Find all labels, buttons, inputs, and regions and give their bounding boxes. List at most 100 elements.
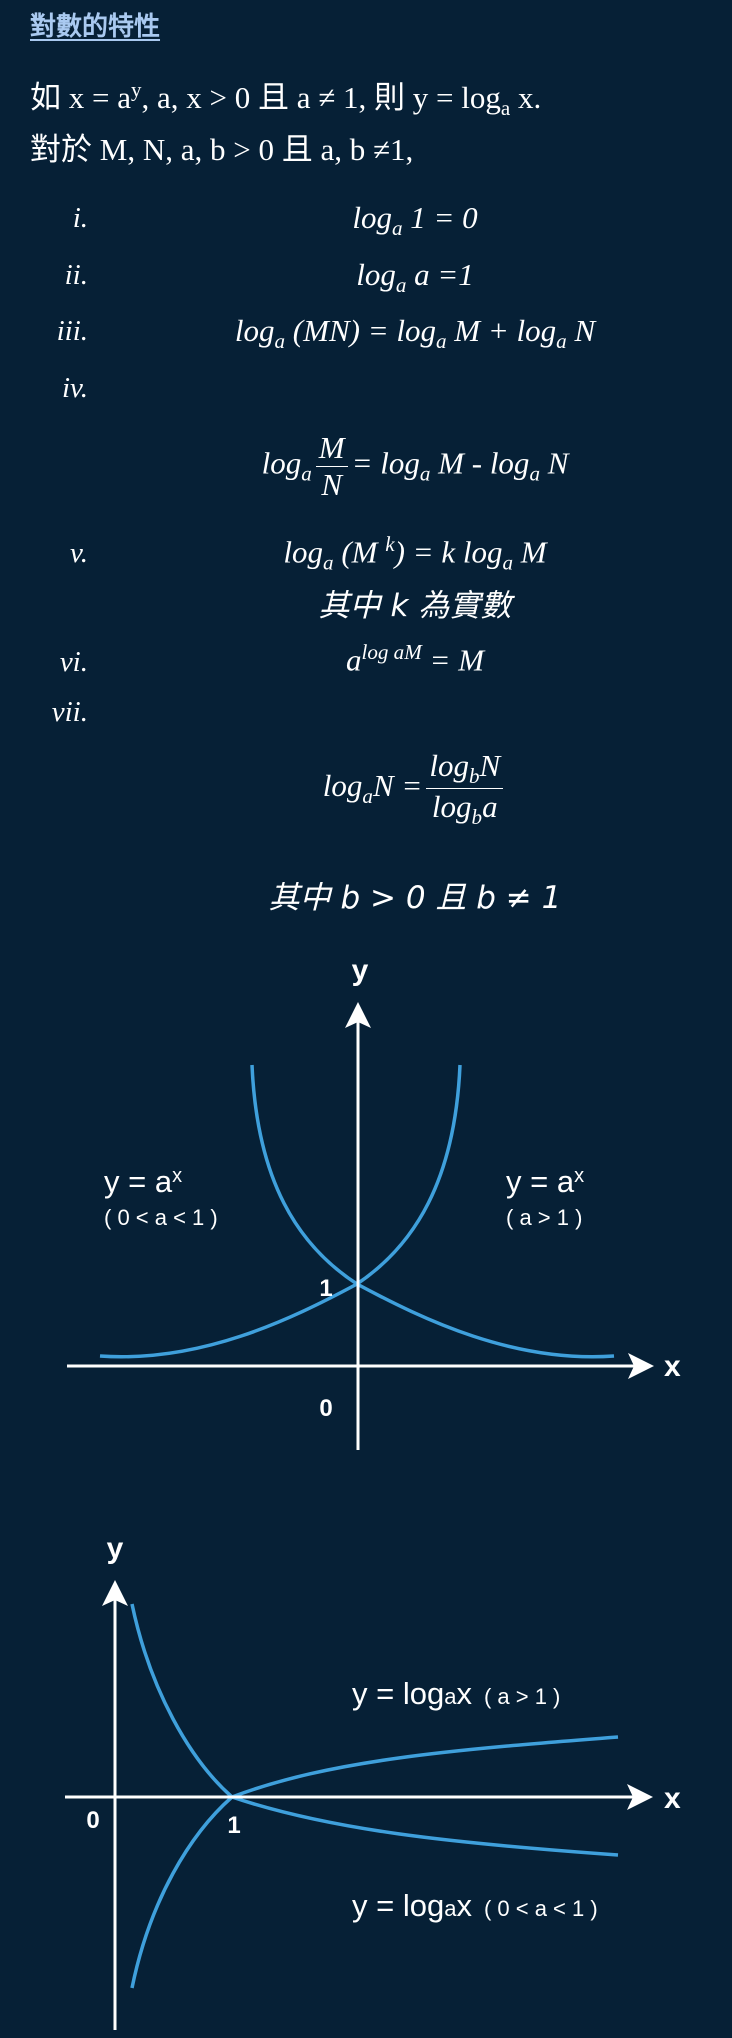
log-curve-a-less-1 [130, 1795, 619, 1989]
eq-text: a [482, 789, 498, 825]
eq-text: M [513, 534, 547, 570]
property-v-equation: loga (M k) = k loga M [100, 532, 730, 576]
intercept-label: 1 [319, 1275, 332, 1302]
origin-label: 0 [86, 1807, 99, 1834]
eq-text: log [322, 768, 363, 804]
eq-superscript: k [385, 532, 395, 556]
x-axis-label: x [664, 1350, 681, 1383]
property-iii-equation: loga (MN) = loga M + loga N [100, 313, 730, 354]
intercept-label: 1 [227, 1812, 240, 1839]
eq-text: = M [421, 642, 485, 678]
eq-subscript: b [468, 764, 480, 789]
eq-text: = log [351, 445, 420, 481]
log-curve-a-greater-1 [130, 1603, 619, 1800]
eq-subscript: a [274, 329, 286, 354]
note-text: 其中 k 為實數 [318, 588, 512, 624]
note-text: 其中 b > 0 且 b ≠ 1 [268, 880, 562, 916]
eq-text: a [345, 642, 362, 678]
x-axis-arrow [627, 1784, 653, 1810]
condition-line: 對於 M, N, a, b > 0 且 a, b ≠1, [30, 132, 414, 167]
page-title: 對數的特性 [30, 12, 161, 42]
eq-text: log [429, 748, 469, 783]
right-curve-condition: ( a > 1 ) [506, 1205, 582, 1230]
fraction-numerator: M [315, 430, 348, 467]
eq-text: (M [333, 534, 386, 570]
eq-text: log [261, 445, 302, 481]
eq-subscript: a [419, 461, 431, 486]
eq-subscript: b [471, 805, 483, 830]
eq-text: log [283, 534, 324, 570]
eq-subscript: a [435, 329, 447, 354]
right-curve-equation: y = ax [506, 1164, 584, 1199]
eq-text: ) = k log [394, 534, 503, 570]
bottom-curve-equation: y = logax ( 0 < a < 1 ) [352, 1888, 598, 1923]
fraction-denominator: logba [426, 789, 503, 829]
fraction-denominator: N [321, 466, 342, 502]
property-number: iii. [56, 315, 88, 347]
definition-line: 如 x = ay, a, x > 0 且 a ≠ 1, 則 y = loga x… [30, 72, 541, 121]
eq-text: M - log [430, 445, 530, 481]
property-ii-equation: loga a =1 [100, 257, 730, 298]
equation-condition: ( 0 < a < 1 ) [484, 1896, 598, 1921]
eq-text: a =1 [406, 257, 474, 292]
definition-text: x. [510, 80, 542, 115]
definition-subscript: a [500, 96, 511, 121]
eq-text: log [234, 313, 275, 348]
property-number: vii. [51, 696, 88, 728]
property-vi-equation: alog aM = M [100, 640, 730, 678]
property-number: ii. [64, 259, 88, 291]
x-axis-arrow [628, 1353, 654, 1379]
eq-text: N [566, 313, 596, 348]
eq-text: log [431, 789, 472, 825]
property-number: v. [70, 537, 88, 569]
eq-text: log [356, 257, 396, 292]
y-axis-label: y [107, 1532, 124, 1565]
eq-subscript: a [362, 784, 373, 809]
equation-text: y = log [352, 1676, 444, 1711]
property-number: iv. [61, 372, 88, 404]
equation-text: x [456, 1676, 472, 1711]
property-vii-note: 其中 b > 0 且 b ≠ 1 [100, 872, 730, 917]
eq-subscript: a [529, 461, 540, 486]
eq-text: N = [372, 768, 423, 804]
equation-text: y = log [352, 1888, 444, 1923]
property-v-note: 其中 k 為實數 [100, 580, 730, 625]
eq-subscript: a [391, 216, 403, 241]
top-curve-equation: y = logax ( a > 1 ) [352, 1676, 560, 1711]
equation-subscript: a [444, 1684, 457, 1709]
property-i-equation: loga 1 = 0 [100, 200, 730, 241]
equation-text: y = a [104, 1164, 173, 1199]
property-number: vi. [59, 646, 88, 678]
definition-superscript: y [131, 77, 142, 102]
equation-superscript: x [574, 1165, 584, 1187]
eq-text: log [352, 200, 392, 235]
eq-subscript: a [301, 461, 312, 486]
eq-text: (MN) = log [285, 313, 436, 348]
origin-label: 0 [319, 1395, 332, 1422]
eq-superscript: log aM [361, 640, 422, 664]
exponential-graph: y x 1 0 y = ax ( 0 < a < 1 ) y = ax ( a … [67, 954, 681, 1450]
equation-text: y = a [506, 1164, 575, 1199]
eq-subscript: a [556, 329, 567, 354]
y-axis-arrow [345, 1002, 371, 1028]
left-curve-equation: y = ax [104, 1164, 182, 1199]
eq-subscript: a [323, 550, 334, 575]
eq-text: N [479, 748, 501, 783]
equation-condition: ( a > 1 ) [484, 1684, 560, 1709]
logarithmic-graph: y x 0 1 y = logax( a > 1 ) y = logax( 0 … [65, 1532, 681, 2030]
equation-subscript: a [444, 1896, 457, 1921]
property-number: i. [72, 202, 88, 234]
y-axis-arrow [102, 1580, 128, 1606]
y-axis-label: y [352, 954, 369, 987]
left-curve-condition: ( 0 < a < 1 ) [104, 1205, 218, 1230]
definition-text: , a, x > 0 且 a ≠ 1, 則 y = log [141, 80, 501, 115]
eq-text: 1 = 0 [402, 200, 478, 235]
eq-text: M + log [446, 313, 557, 348]
equation-superscript: x [172, 1165, 182, 1187]
equation-text: x [456, 1888, 472, 1923]
eq-subscript: a [395, 273, 407, 298]
eq-text: N [539, 445, 569, 481]
fraction-numerator: logbN [426, 748, 504, 790]
